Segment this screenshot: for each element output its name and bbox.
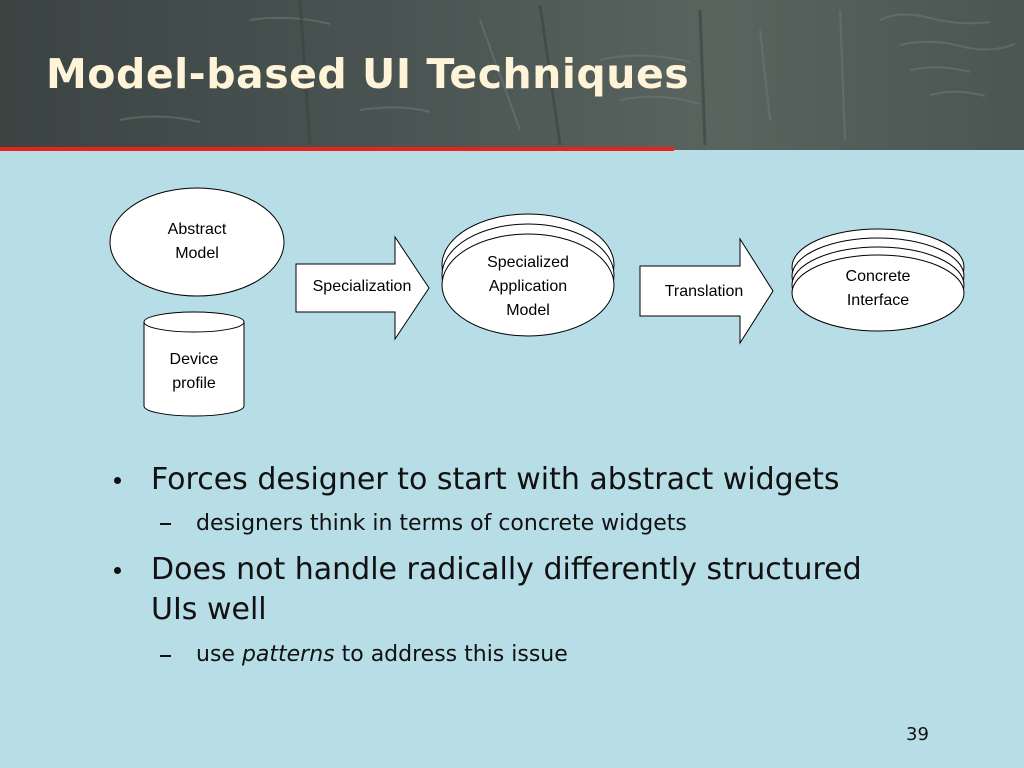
translation-arrow: [639, 237, 774, 345]
title-bar: Model-based UI Techniques: [0, 0, 1024, 150]
device-profile-label: Device profile: [169, 351, 219, 392]
specialization-arrow: [295, 235, 430, 341]
sub-bullet-dash: [160, 523, 171, 525]
concrete-interface-label: Concrete Interface: [845, 268, 911, 309]
chalkboard-texture: [119, 0, 1016, 146]
bullet-2-text-line-2: UIs well: [151, 592, 267, 627]
bullet-2-text-line-1: Does not handle radically differently st…: [151, 552, 862, 587]
sub-bullet-dash: [160, 655, 171, 657]
translation-label: Translation: [664, 283, 744, 300]
abstract-model-ellipse: [109, 187, 285, 297]
slide-title: Model-based UI Techniques: [46, 50, 690, 98]
sub-text-prefix: use: [196, 642, 242, 667]
bullet-1-text: Forces designer to start with abstract w…: [151, 462, 840, 497]
concrete-interface-stack: [791, 228, 965, 332]
specialized-model-stack: [441, 213, 615, 337]
page-number: 39: [906, 724, 929, 745]
bullet-dot: [114, 567, 121, 574]
specialization-label: Specialization: [312, 278, 412, 295]
sub-text-emphasis: patterns: [241, 642, 335, 667]
device-profile-cylinder: [143, 311, 245, 417]
bullet-1-sub-1-text: designers think in terms of concrete wid…: [196, 511, 687, 536]
bullet-dot: [114, 477, 121, 484]
title-underline: [0, 147, 674, 151]
abstract-model-label: Abstract Model: [167, 221, 227, 262]
sub-text-suffix: to address this issue: [334, 642, 568, 667]
bullet-2-sub-1-text: use patterns to address this issue: [196, 641, 568, 669]
specialized-model-label: Specialized Application Model: [487, 254, 569, 319]
